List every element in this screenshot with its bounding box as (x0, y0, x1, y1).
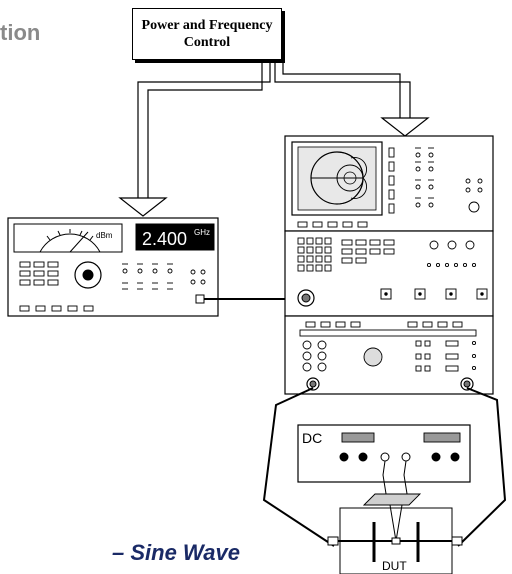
dc-power-supply (297, 424, 471, 483)
generator-switches (122, 263, 206, 290)
analyzer-lower-controls (299, 321, 477, 372)
heading-fragment: tion (0, 20, 41, 45)
meter-unit-label: dBm (96, 231, 113, 240)
frequency-display: 2.400 (142, 229, 187, 249)
footer-fragment: – Sine Wave (112, 540, 240, 565)
dut-label: DUT (382, 559, 407, 573)
arrow-to-generator (118, 197, 168, 217)
power-frequency-control-box: Power and Frequency Control (132, 8, 282, 60)
display-controls (415, 147, 483, 213)
analyzer-test-ports (306, 377, 474, 391)
bias-leads (382, 460, 409, 501)
test-cable-left (262, 387, 335, 547)
generator-keypad (19, 261, 59, 286)
generator-bottom-buttons (19, 305, 94, 312)
generator-knob (74, 261, 102, 289)
display-softkeys (297, 147, 395, 228)
signal-generator (7, 217, 219, 317)
dut-fixture (327, 493, 463, 574)
arrow-to-analyzer (380, 117, 430, 137)
control-box-line2: Control (183, 35, 231, 50)
analyzer-input-port (297, 289, 315, 307)
analyzer-keypads (297, 237, 395, 272)
dc-label: DC (302, 430, 322, 446)
control-connection-lines (137, 62, 411, 198)
generator-rf-output (195, 294, 205, 304)
frequency-unit-label: GHz (194, 228, 210, 237)
control-box-line1: Power and Frequency (141, 18, 273, 33)
test-cable-right (457, 387, 507, 547)
